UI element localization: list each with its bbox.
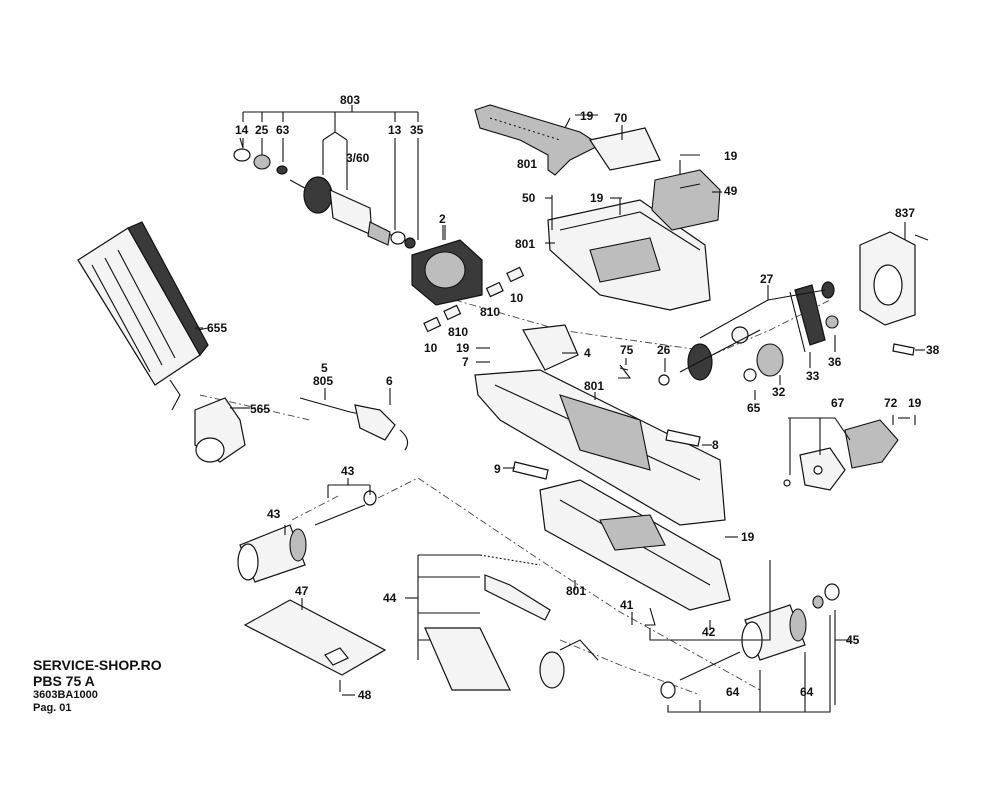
label-655: 655 xyxy=(207,321,227,335)
frame-lower xyxy=(539,479,731,611)
drive-belt xyxy=(789,284,826,353)
label-810-upper: 810 xyxy=(480,305,500,319)
label-19-housing: 19 xyxy=(590,191,604,205)
label-5: 5 xyxy=(321,361,328,375)
label-43-roller: 43 xyxy=(267,507,281,521)
label-64-right: 64 xyxy=(800,685,814,699)
label-19-cover: 19 xyxy=(724,149,738,163)
dust-box xyxy=(77,221,209,411)
rear-roller xyxy=(237,490,377,583)
sole-plate xyxy=(243,599,387,692)
label-803: 803 xyxy=(340,93,360,107)
model-name: PBS 75 A xyxy=(33,673,95,689)
label-13: 13 xyxy=(388,123,402,137)
label-63: 63 xyxy=(276,123,290,137)
handle-top xyxy=(474,104,661,176)
label-801-frame: 801 xyxy=(566,584,586,598)
label-14: 14 xyxy=(235,123,249,137)
label-47: 47 xyxy=(295,584,309,598)
label-32: 32 xyxy=(772,385,786,399)
label-10-lower: 10 xyxy=(424,341,438,355)
front-handle xyxy=(783,417,910,491)
label-25: 25 xyxy=(255,123,269,137)
label-4: 4 xyxy=(584,346,591,360)
shop-name: SERVICE-SHOP.RO xyxy=(33,657,162,673)
label-801-base: 801 xyxy=(584,379,604,393)
callout-labels: 803 14 25 63 13 35 3/60 2 655 565 10 810… xyxy=(207,93,940,702)
label-805: 805 xyxy=(313,374,333,388)
tension-assembly xyxy=(417,554,599,691)
label-43-shaft: 43 xyxy=(341,464,355,478)
label-49: 49 xyxy=(724,184,738,198)
label-36: 36 xyxy=(828,355,842,369)
label-19-switch: 19 xyxy=(456,341,470,355)
armature-assembly xyxy=(233,105,419,249)
label-45: 45 xyxy=(846,633,860,647)
label-64-left: 64 xyxy=(726,685,740,699)
page-number: Pag. 01 xyxy=(33,702,72,714)
label-7: 7 xyxy=(462,355,469,369)
label-67: 67 xyxy=(831,396,845,410)
base-housing xyxy=(474,324,726,526)
leader-lines xyxy=(197,114,925,705)
label-44: 44 xyxy=(383,591,397,605)
label-42: 42 xyxy=(702,625,716,639)
label-19-handle: 19 xyxy=(580,109,594,123)
plates xyxy=(512,343,915,480)
label-27: 27 xyxy=(760,272,774,286)
label-801-handle: 801 xyxy=(517,157,537,171)
front-roller xyxy=(645,560,840,713)
field-coil xyxy=(411,225,483,306)
label-3-60: 3/60 xyxy=(346,151,370,165)
label-72: 72 xyxy=(884,396,898,410)
label-33: 33 xyxy=(806,369,820,383)
label-9: 9 xyxy=(494,462,501,476)
side-cover xyxy=(859,231,929,326)
label-65: 65 xyxy=(747,401,761,415)
gears xyxy=(658,281,839,386)
label-810-lower: 810 xyxy=(448,325,468,339)
label-801-housing: 801 xyxy=(515,237,535,251)
label-19-frame: 19 xyxy=(741,530,755,544)
power-cable xyxy=(299,388,409,451)
dust-adapter xyxy=(194,397,246,463)
label-50: 50 xyxy=(522,191,536,205)
label-837: 837 xyxy=(895,206,915,220)
title-block: SERVICE-SHOP.RO PBS 75 A 3603BA1000 Pag.… xyxy=(33,657,162,715)
switch-box xyxy=(651,169,721,231)
label-2: 2 xyxy=(439,212,446,226)
label-48: 48 xyxy=(358,688,372,702)
brushes xyxy=(423,266,525,333)
label-38: 38 xyxy=(926,343,940,357)
label-565: 565 xyxy=(250,402,270,416)
label-6: 6 xyxy=(386,374,393,388)
label-70: 70 xyxy=(614,111,628,125)
label-8: 8 xyxy=(712,438,719,452)
label-35: 35 xyxy=(410,123,424,137)
label-41: 41 xyxy=(620,598,634,612)
label-26: 26 xyxy=(657,343,671,357)
label-10-upper: 10 xyxy=(510,291,524,305)
label-19-front: 19 xyxy=(908,396,922,410)
part-code: 3603BA1000 xyxy=(33,689,98,701)
label-75: 75 xyxy=(620,343,634,357)
